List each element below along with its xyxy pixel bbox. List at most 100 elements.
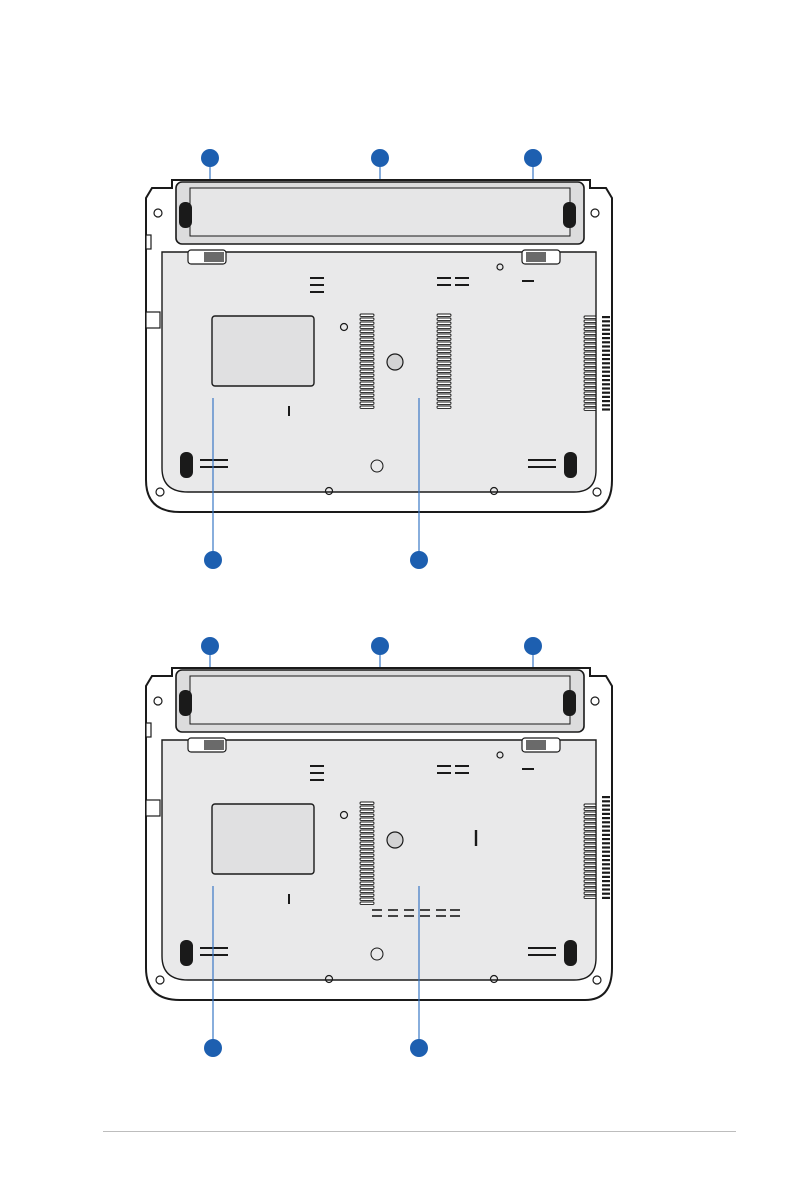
screw-hole [371,460,383,472]
vent-slat [360,358,374,360]
vent-slat [360,370,374,372]
side-vent-fin [602,366,610,368]
vent-slat [360,818,374,820]
vent-slat [584,892,596,894]
side-vent-fin [602,800,610,802]
vent-slat [584,828,596,830]
rubber-foot [180,452,193,478]
vent-slat [584,844,596,846]
side-vent-fin [602,320,610,322]
side-vent-fin [602,392,610,394]
side-vent-fin [602,804,610,806]
vent-slat [584,808,596,810]
side-vent-fin [602,387,610,389]
vent-slat [360,866,374,868]
vent-slat [360,406,374,408]
vent-slat [360,862,374,864]
vent-slat [360,874,374,876]
side-vent-fin [602,329,610,331]
vent-slat [584,380,596,382]
vent-slat [360,402,374,404]
corner-rubber-foot [179,690,192,716]
left-battery-lock-callout [201,149,219,167]
vent-slat [584,804,596,806]
vent-slat [584,352,596,354]
bottom-view-figure-a [0,140,795,610]
side-vent-fin [602,872,610,874]
side-port [146,312,160,328]
vent-slat [437,386,451,388]
side-vent-fin [602,884,610,886]
vent-slat [584,812,596,814]
footer-rule [103,1131,736,1132]
center-screw [387,832,403,848]
vent-slat [360,382,374,384]
vent-slat [360,834,374,836]
vent-slat [584,896,596,898]
vent-slat [437,362,451,364]
side-vent-fin [602,893,610,895]
vent-slat [360,802,374,804]
vent-slat [584,860,596,862]
vent-slat [360,330,374,332]
vent-slat [360,806,374,808]
right-battery-lock-callout [524,149,542,167]
rubber-foot [564,940,577,966]
side-vent-fin [602,851,610,853]
vent-slat [360,362,374,364]
vent-slat [437,402,451,404]
vent-slat [584,332,596,334]
left-battery-lock-callout [201,637,219,655]
vent-slat [360,338,374,340]
side-vent-fin [602,838,610,840]
vent-slat [360,334,374,336]
vent-slat [360,882,374,884]
bottom-view-figure-b [0,628,795,1098]
side-vent-fin [602,834,610,836]
battery-pack-callout [371,637,389,655]
vent-slat [584,344,596,346]
side-vent-fin [602,404,610,406]
side-vent-fin [602,383,610,385]
vent-slat [584,880,596,882]
vent-slat [584,356,596,358]
vent-slat [584,324,596,326]
vent-slat [437,314,451,316]
vent-slat [360,810,374,812]
vent-slat [437,382,451,384]
vent-slat [584,328,596,330]
vent-slat [584,408,596,410]
vent-slat [360,850,374,852]
vent-slat [437,390,451,392]
vent-slat [584,360,596,362]
vent-slat [584,872,596,874]
vent-slat [360,830,374,832]
corner-rubber-foot [563,690,576,716]
side-vent-fin [602,333,610,335]
vent-slat [584,388,596,390]
corner-rubber-foot [563,202,576,228]
side-vent-fin [602,354,610,356]
battery-cell-area [190,676,570,724]
vent-slat [360,894,374,896]
vent-slat [360,858,374,860]
vent-slat [584,856,596,858]
vent-slat [360,374,374,376]
side-vent-fin [602,337,610,339]
vent-slat [584,364,596,366]
side-vent-fin [602,863,610,865]
vent-slat [584,820,596,822]
vent-slat [584,824,596,826]
vent-slat [584,884,596,886]
vent-slat [584,340,596,342]
side-vent-fin [602,362,610,364]
vent-slat [360,350,374,352]
vent-slat [584,400,596,402]
side-vent-fin [602,817,610,819]
vent-slat [584,868,596,870]
side-vent-fin [602,400,610,402]
vent-slat [584,336,596,338]
vent-slat [437,318,451,320]
side-vent-fin [602,375,610,377]
vent-slat [437,398,451,400]
